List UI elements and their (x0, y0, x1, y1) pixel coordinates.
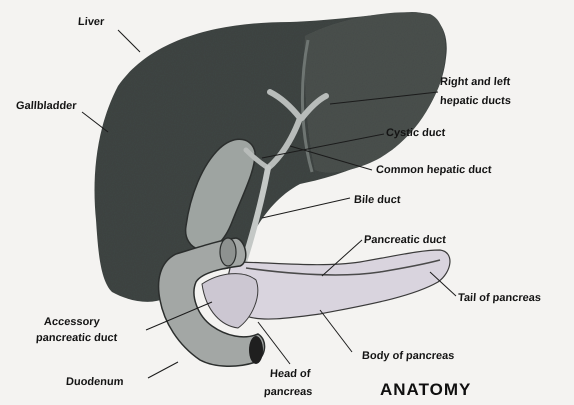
label-body-of-pancreas: Body of pancreas (362, 350, 455, 362)
label-pancreatic-duct: Pancreatic duct (364, 234, 447, 246)
label-bile-duct: Bile duct (354, 194, 401, 206)
label-accessory-duct-2: pancreatic duct (36, 332, 118, 344)
leader-liver (118, 30, 140, 52)
label-head-of-pancreas-1: Head of (270, 368, 311, 380)
duodenum-opening (220, 238, 236, 266)
label-hepatic-ducts-2: hepatic ducts (440, 95, 512, 107)
leader-body (320, 310, 352, 352)
label-duodenum: Duodenum (66, 376, 124, 388)
label-tail-of-pancreas: Tail of pancreas (458, 292, 542, 304)
head-of-pancreas (202, 274, 258, 328)
label-liver: Liver (78, 16, 105, 28)
duodenum-end (249, 336, 263, 364)
liver-right-lobe (305, 12, 445, 172)
label-head-of-pancreas-2: pancreas (264, 386, 313, 398)
label-hepatic-ducts-1: Right and left (440, 76, 511, 88)
label-cystic-duct: Cystic duct (386, 127, 446, 139)
label-common-hepatic-duct: Common hepatic duct (376, 164, 492, 176)
label-gallbladder: Gallbladder (16, 100, 77, 112)
watermark-anatomy: ANATOMY (380, 380, 471, 400)
label-accessory-duct-1: Accessory (44, 316, 100, 328)
leader-duodenum (148, 362, 178, 378)
